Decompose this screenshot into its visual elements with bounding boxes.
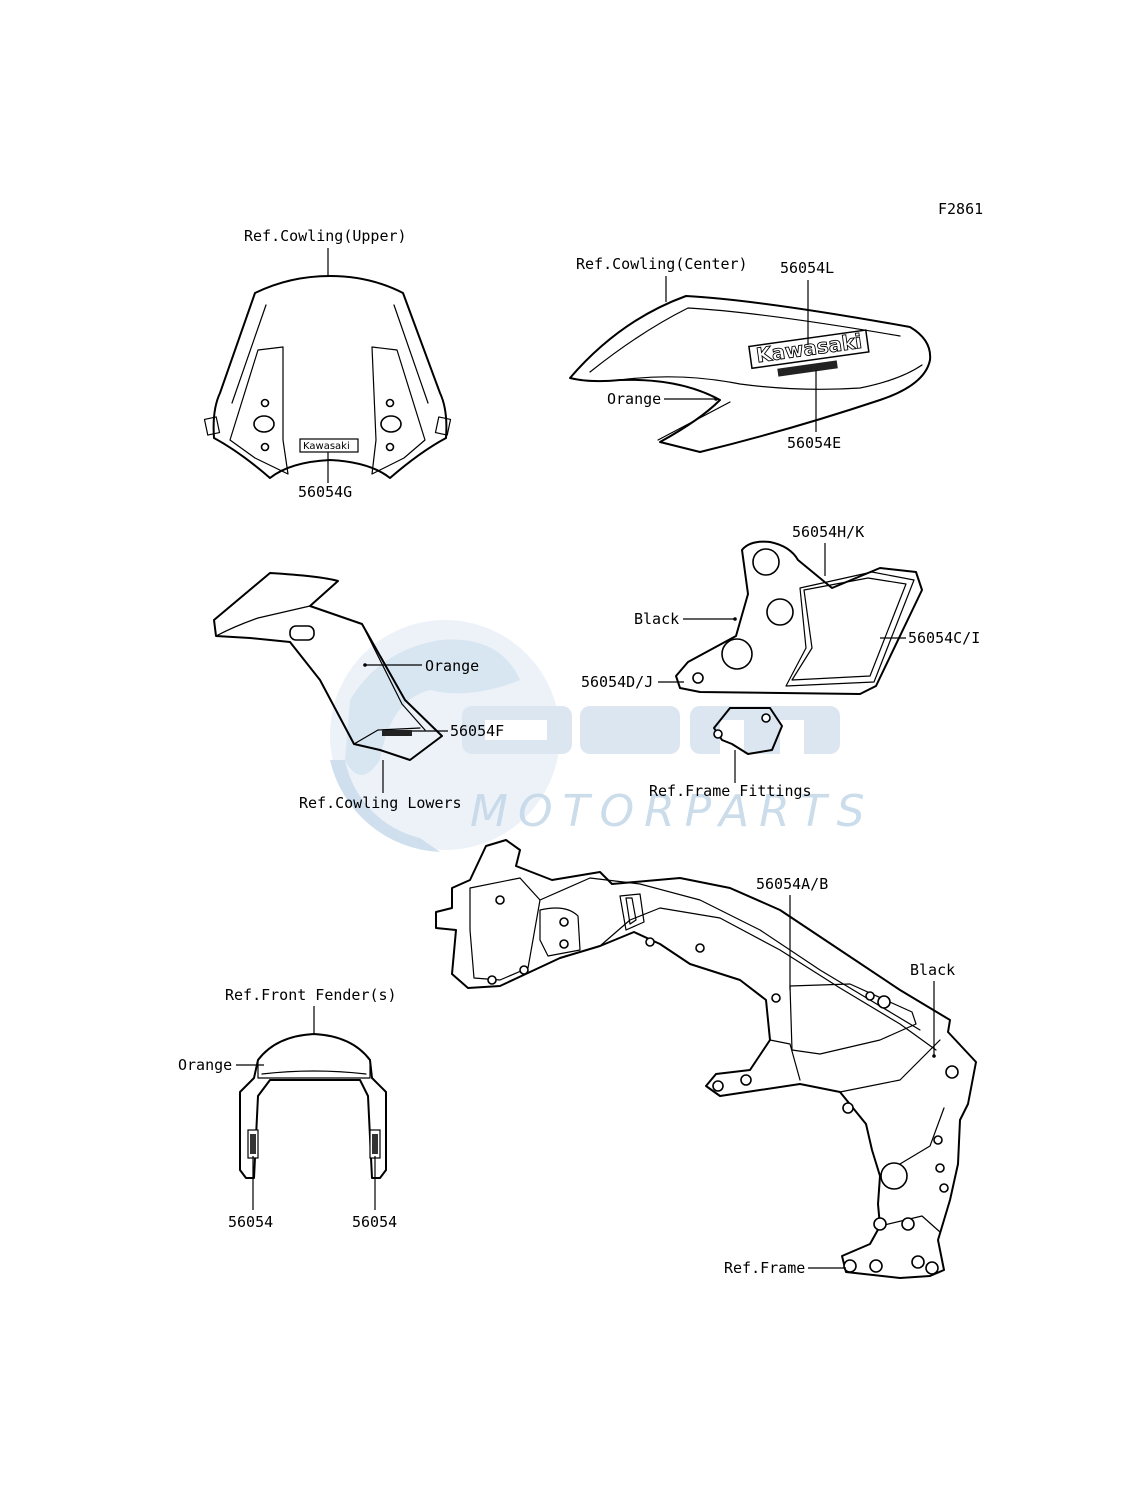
center-cowling-drawing: Kawasaki — [569, 295, 932, 453]
watermark-brand-text: MOTORPARTS — [470, 786, 875, 837]
svg-text:Kawasaki: Kawasaki — [755, 329, 864, 368]
label-fender-orange: Orange — [178, 1056, 232, 1074]
label-56054CI: 56054C/I — [908, 629, 980, 647]
label-56054F: 56054F — [450, 722, 504, 740]
lower-cowling-drawing — [213, 572, 443, 761]
label-frame-fittings-ref: Ref.Frame Fittings — [649, 782, 812, 800]
label-cowling-center-ref: Ref.Cowling(Center) — [576, 255, 748, 273]
upper-cowling-decal — [299, 438, 359, 453]
label-front-fender-ref: Ref.Front Fender(s) — [225, 986, 397, 1004]
upper-cowling-drawing: Kawasaki — [203, 275, 452, 479]
upper-cowling-decal-text: Kawasaki — [303, 441, 350, 452]
label-fitting-black: Black — [634, 610, 679, 628]
label-56054G: 56054G — [298, 483, 352, 501]
label-cowling-upper-ref: Ref.Cowling(Upper) — [244, 227, 407, 245]
front-fender-drawing — [239, 1033, 387, 1179]
label-lower-orange: Orange — [425, 657, 479, 675]
label-cowling-lowers-ref: Ref.Cowling Lowers — [299, 794, 462, 812]
label-frame-ref: Ref.Frame — [724, 1259, 805, 1277]
label-center-orange: Orange — [607, 390, 661, 408]
figure-code: F2861 — [938, 200, 983, 218]
center-cowling-decal: Kawasaki — [748, 328, 870, 377]
label-56054AB: 56054A/B — [756, 875, 828, 893]
lower-cowling-decal — [382, 730, 412, 736]
label-fender-56054-left: 56054 — [228, 1213, 273, 1231]
label-fender-56054-right: 56054 — [352, 1213, 397, 1231]
label-56054L: 56054L — [780, 259, 834, 277]
frame-fittings-drawing — [675, 540, 923, 755]
label-56054E: 56054E — [787, 434, 841, 452]
watermark-logo — [330, 620, 840, 852]
label-56054DJ: 56054D/J — [581, 673, 653, 691]
main-frame-drawing — [435, 839, 977, 1279]
label-56054HK: 56054H/K — [792, 523, 864, 541]
label-frame-black: Black — [910, 961, 955, 979]
